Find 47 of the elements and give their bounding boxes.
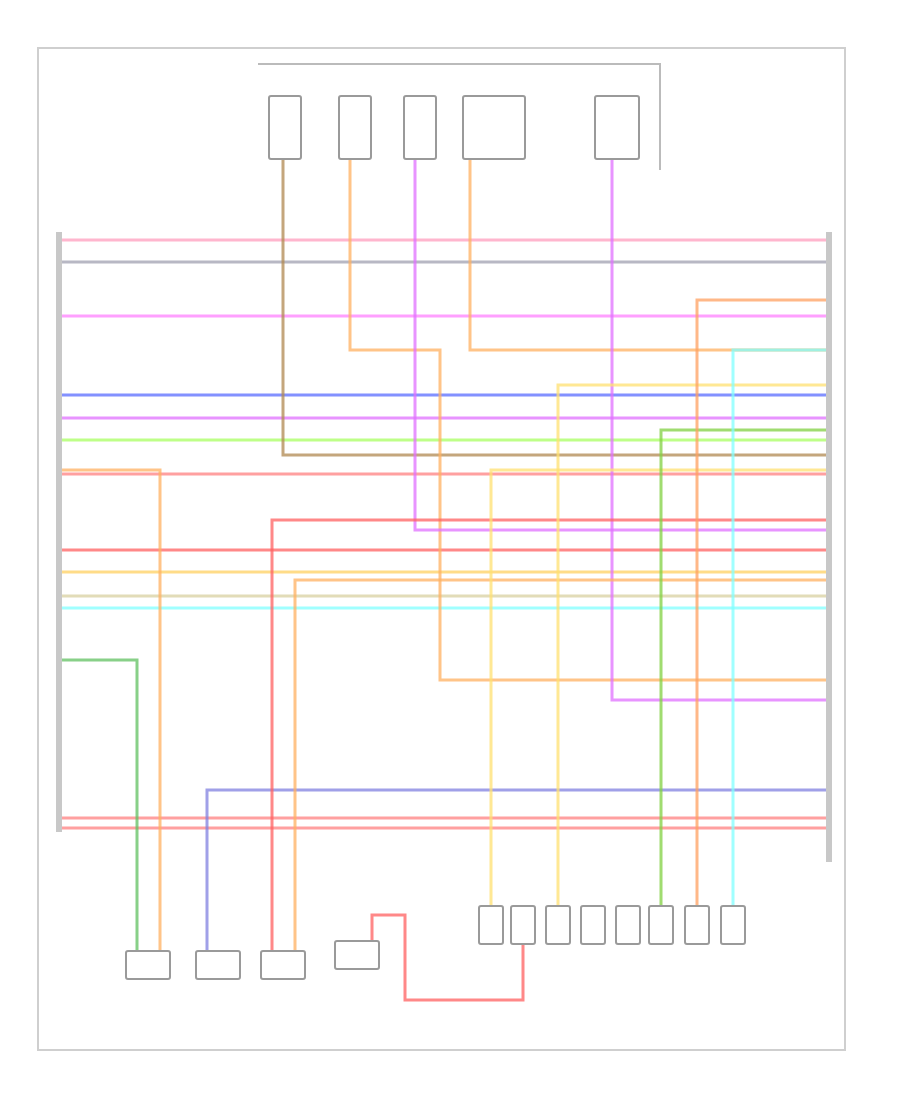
wire	[62, 438, 826, 442]
wire	[270, 518, 826, 950]
connector-block	[268, 95, 302, 160]
connector-block	[478, 905, 504, 945]
wire	[62, 238, 826, 242]
connector-block	[580, 905, 606, 945]
wire	[62, 393, 826, 397]
wire	[62, 816, 826, 820]
wire	[370, 913, 525, 1002]
wire	[731, 348, 826, 905]
wire	[62, 472, 826, 476]
wire	[610, 160, 826, 702]
connector-block	[338, 95, 372, 160]
wire	[413, 160, 826, 532]
wire	[62, 468, 162, 950]
wire	[62, 260, 826, 264]
connector-block	[648, 905, 674, 945]
wire	[293, 578, 826, 950]
wire	[489, 468, 826, 905]
wire	[62, 658, 139, 950]
connector-block	[615, 905, 641, 945]
wire	[348, 160, 826, 682]
wire	[659, 428, 826, 905]
connector-block	[545, 905, 571, 945]
connector-block	[720, 905, 746, 945]
wire	[62, 594, 826, 598]
wire	[205, 788, 826, 950]
wire	[62, 314, 826, 318]
wire	[695, 298, 826, 905]
connector-pin-strip	[826, 232, 832, 862]
wire	[556, 383, 826, 905]
wire	[62, 548, 826, 552]
connector-block	[403, 95, 437, 160]
connector-block	[510, 905, 536, 945]
connector-block	[684, 905, 710, 945]
wire	[62, 606, 826, 610]
wire	[62, 416, 826, 420]
connector-block	[594, 95, 640, 160]
connector-block	[195, 950, 241, 980]
wire	[62, 826, 826, 830]
connector-block	[125, 950, 171, 980]
connector-pin-strip	[56, 232, 62, 832]
wire	[281, 160, 826, 457]
connector-block	[260, 950, 306, 980]
connector-block	[462, 95, 526, 160]
connector-block	[334, 940, 380, 970]
wire	[62, 570, 826, 574]
